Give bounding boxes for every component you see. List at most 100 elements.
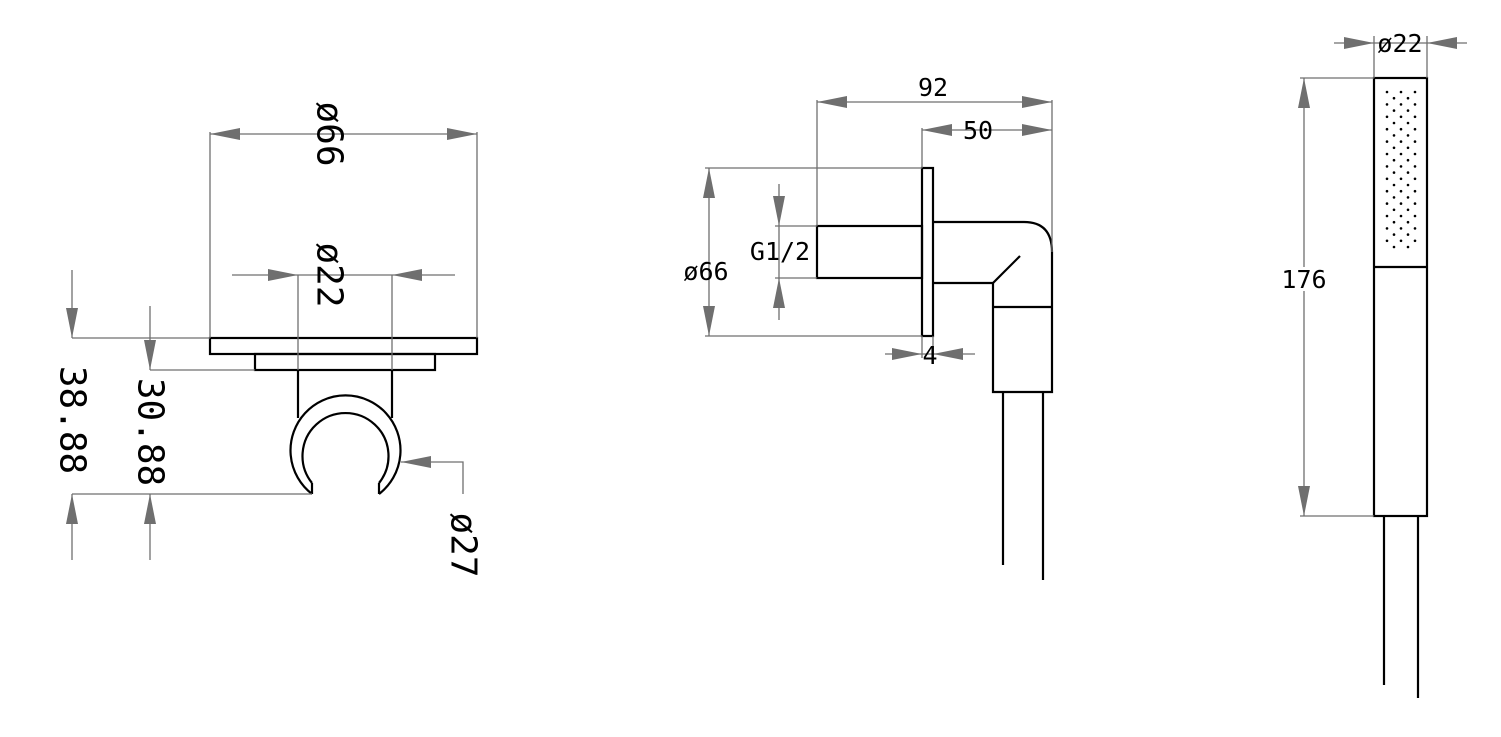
nozzle-dot (1406, 96, 1410, 100)
dim-label-total-height: 38.88 (52, 366, 93, 474)
dim-label-overall-length: 92 (918, 73, 948, 102)
nozzle-dot (1385, 227, 1389, 230)
dim-arrow (1298, 486, 1310, 516)
nozzle-dot (1399, 202, 1403, 205)
nozzle-dot (1385, 202, 1389, 205)
holder-clip-outer-arc (289, 394, 402, 495)
handshower-nozzle-pattern (1385, 90, 1417, 249)
elbow-flange (920, 166, 935, 338)
nozzle-dot (1399, 127, 1403, 131)
nozzle-dot (1392, 171, 1396, 174)
nozzle-dot (1385, 103, 1389, 106)
dim-label-thread: G1/2 (750, 237, 810, 266)
dim-arrow (773, 196, 785, 226)
dim-label-plate-diameter: ø66 (309, 101, 350, 166)
nozzle-dot (1385, 165, 1389, 168)
nozzle-dot (1413, 140, 1417, 143)
nozzle-dot (1406, 109, 1410, 112)
dim-label-body-length: 50 (963, 116, 993, 145)
nozzle-dot (1385, 239, 1389, 243)
nozzle-dot (1399, 227, 1403, 230)
dim-label-boss-diameter: ø22 (309, 242, 350, 307)
nozzle-dot (1406, 208, 1410, 212)
dim-arrow (703, 168, 715, 198)
nozzle-dot (1413, 127, 1417, 131)
nozzle-dot (1413, 239, 1417, 243)
nozzle-dot (1392, 134, 1396, 137)
nozzle-dot (1385, 189, 1389, 193)
nozzle-dot (1406, 146, 1410, 150)
dim-arrow (392, 269, 422, 281)
dim-arrow (1298, 78, 1310, 108)
nozzle-dot (1385, 90, 1389, 94)
dim-arrow (66, 308, 78, 338)
nozzle-dot (1392, 158, 1396, 162)
nozzle-dot (1413, 90, 1417, 94)
nozzle-dot (1399, 90, 1403, 94)
nozzle-dot (1406, 134, 1410, 137)
dim-arrow (892, 348, 922, 360)
handshower-body (1372, 76, 1429, 518)
nozzle-dot (1399, 177, 1403, 181)
nozzle-dot (1385, 177, 1389, 181)
dim-label-clip-diameter: ø27 (443, 512, 484, 577)
dim-arrow (922, 124, 952, 136)
dim-label-flange-thickness: 4 (922, 341, 937, 370)
nozzle-dot (1385, 214, 1389, 218)
dim-arrow (817, 96, 847, 108)
nozzle-dot (1385, 115, 1389, 119)
holder-inner-plate (253, 352, 437, 372)
nozzle-dot (1406, 196, 1410, 199)
elbow-body-outline (933, 220, 1054, 394)
nozzle-dot (1392, 109, 1396, 112)
dim-arrow (401, 456, 431, 468)
dim-arrow (1427, 37, 1457, 49)
nozzle-dot (1406, 171, 1410, 174)
nozzle-dot (1392, 208, 1396, 212)
nozzle-dot (1399, 115, 1403, 119)
nozzle-dot (1399, 239, 1403, 243)
dim-arrow (144, 494, 156, 524)
dim-arrow (1344, 37, 1374, 49)
dim-arrow (1022, 96, 1052, 108)
dim-arrow (268, 269, 298, 281)
dim-arrow (144, 340, 156, 370)
nozzle-dot (1413, 202, 1417, 205)
leader-clip-diameter (401, 461, 464, 494)
nozzle-dot (1385, 140, 1389, 143)
nozzle-dot (1413, 189, 1417, 193)
nozzle-dot (1399, 103, 1403, 106)
holder-clip-inner-arc (301, 411, 390, 484)
nozzle-dot (1392, 183, 1396, 187)
nozzle-dot (1406, 233, 1410, 236)
nozzle-dot (1406, 121, 1410, 125)
nozzle-dot (1392, 121, 1396, 125)
nozzle-dot (1385, 152, 1389, 156)
nozzle-dot (1406, 245, 1410, 249)
dim-label-head-diameter: ø22 (1377, 29, 1422, 58)
dim-arrow (447, 128, 477, 140)
nozzle-dot (1413, 103, 1417, 106)
dim-label-flange-diameter: ø66 (683, 257, 728, 286)
nozzle-dot (1413, 177, 1417, 181)
elbow-view: 92 50 ø66 G1/2 4 (683, 73, 1054, 580)
nozzle-dot (1385, 127, 1389, 131)
nozzle-dot (1392, 233, 1396, 236)
nozzle-dot (1413, 214, 1417, 218)
nozzle-dot (1392, 196, 1396, 199)
nozzle-dot (1399, 165, 1403, 168)
nozzle-dot (1392, 245, 1396, 249)
nozzle-dot (1413, 115, 1417, 119)
nozzle-dot (1413, 152, 1417, 156)
dim-arrow (210, 128, 240, 140)
dim-arrow (66, 494, 78, 524)
nozzle-dot (1392, 146, 1396, 150)
nozzle-dot (1406, 158, 1410, 162)
dim-arrow (1022, 124, 1052, 136)
nozzle-dot (1406, 183, 1410, 187)
nozzle-dot (1392, 220, 1396, 224)
dim-arrow (773, 278, 785, 308)
handshower-view: ø22 176 (1278, 29, 1467, 698)
dim-arrow (703, 306, 715, 336)
